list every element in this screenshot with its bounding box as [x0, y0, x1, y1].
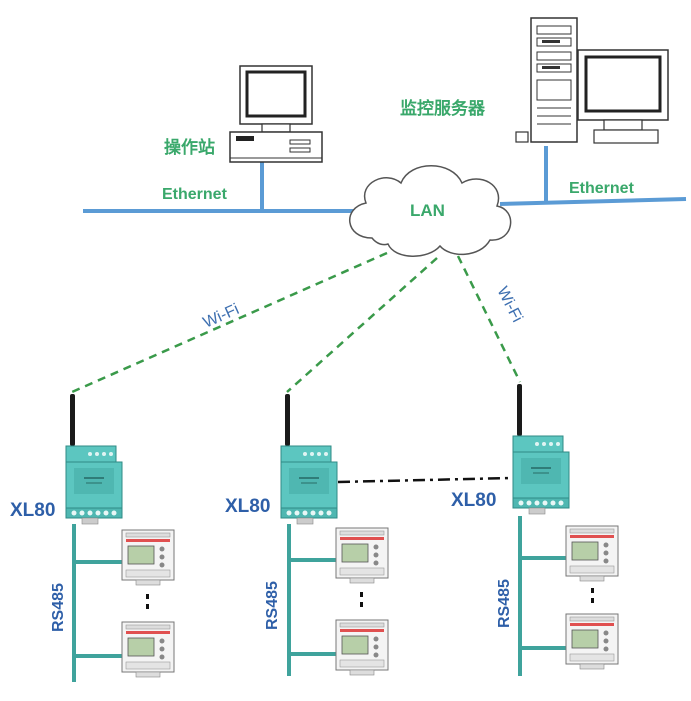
- meter-ellipsis-2: [360, 592, 363, 607]
- meter-2b: [335, 619, 389, 676]
- gateway-label-1: XL80: [10, 500, 55, 521]
- rs485-label-3: RS485: [496, 579, 513, 628]
- gateway-device-3: [512, 383, 570, 515]
- rs485-bus-1: [72, 524, 122, 682]
- lan-label: LAN: [410, 201, 445, 220]
- gateway-label-2: XL80: [225, 496, 270, 517]
- server-tower-icon: [515, 17, 578, 143]
- gateway-device-2: [280, 393, 338, 525]
- meter-1b: [121, 621, 175, 678]
- workstation-computer-icon: [228, 64, 324, 164]
- gateway-label-3: XL80: [451, 490, 496, 511]
- wifi-link-3: [456, 255, 522, 383]
- ethernet-label-left: Ethernet: [162, 186, 228, 203]
- cloud-icon: [349, 165, 512, 257]
- wifi-label-left: Wi-Fi: [201, 301, 242, 332]
- wifi-link-2: [286, 257, 438, 393]
- rs485-bus-3: [518, 516, 566, 676]
- wifi-link-1: [71, 251, 388, 394]
- meter-1a: [121, 529, 175, 586]
- rs485-label-2: RS485: [264, 581, 281, 630]
- meter-2a: [335, 527, 389, 584]
- meter-ellipsis-1: [146, 594, 149, 609]
- ethernet-label-right: Ethernet: [569, 180, 635, 197]
- meter-3a: [565, 525, 619, 582]
- gateway-device-1: [65, 393, 123, 525]
- server-monitor-icon: [577, 49, 669, 144]
- gateway-link-2-3: [337, 476, 513, 484]
- wifi-label-right: Wi-Fi: [493, 284, 525, 325]
- ethernet-line-right: [499, 197, 687, 206]
- rs485-label-1: RS485: [50, 583, 67, 632]
- workstation-label: 操作站: [164, 137, 215, 158]
- server-label: 监控服务器: [400, 98, 486, 119]
- rs485-bus-2: [287, 524, 336, 676]
- meter-3b: [565, 613, 619, 670]
- meter-ellipsis-3: [591, 588, 594, 603]
